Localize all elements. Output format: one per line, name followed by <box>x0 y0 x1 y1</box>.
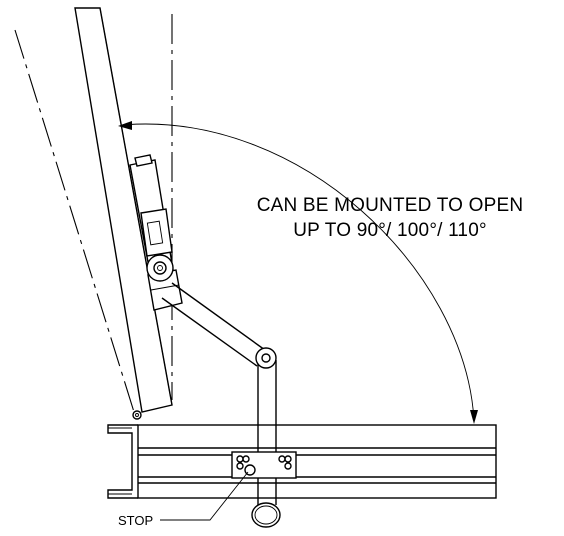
annotation-line-2: UP TO 90°/ 100°/ 110° <box>293 220 487 241</box>
door-leaf <box>74 7 173 413</box>
opening-angle-arc <box>121 123 475 421</box>
door-centerline <box>14 29 135 413</box>
forearm <box>257 360 277 505</box>
stop-block <box>231 451 297 479</box>
arm-elbow <box>255 347 277 369</box>
annotation-line-1: CAN BE MOUNTED TO OPEN <box>256 195 524 216</box>
main-arm <box>161 282 266 367</box>
arc-arrowhead-bottom <box>470 410 478 424</box>
closer-pinion <box>146 254 174 282</box>
hinge-pivot <box>132 410 142 420</box>
slide-shoe <box>251 502 281 528</box>
frame-profile <box>107 424 497 499</box>
arc-arrowhead-top <box>118 121 132 130</box>
stop-leader-line <box>160 471 249 521</box>
stop-label: STOP <box>118 513 154 528</box>
